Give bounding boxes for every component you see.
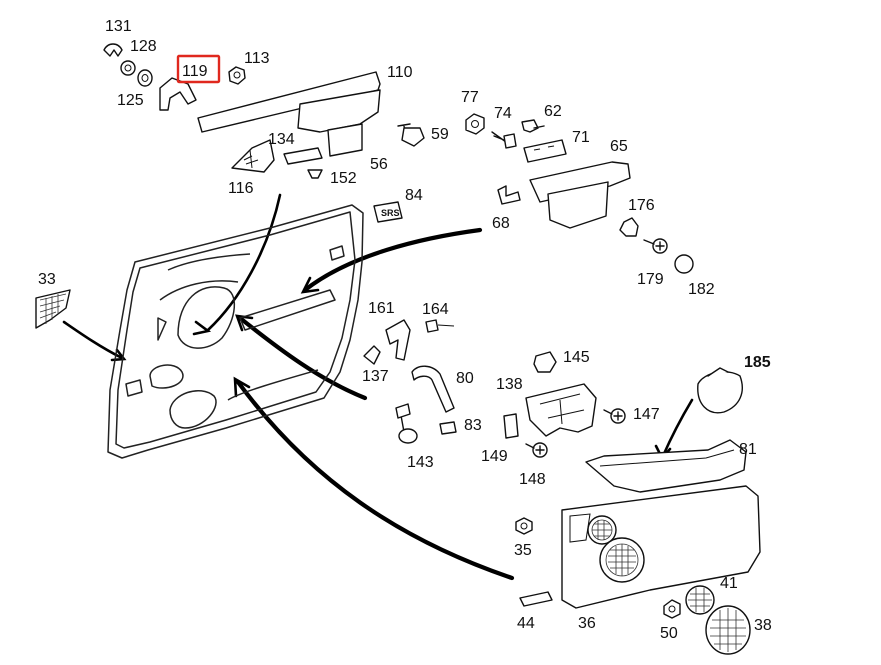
- label-59: 59: [431, 126, 449, 143]
- label-35: 35: [514, 542, 532, 559]
- label-143: 143: [407, 454, 434, 471]
- label-131: 131: [105, 18, 132, 35]
- label-147: 147: [633, 406, 660, 423]
- label-36: 36: [578, 615, 596, 632]
- label-68: 68: [492, 215, 510, 232]
- label-110: 110: [387, 64, 413, 81]
- label-134: 134: [268, 131, 295, 148]
- label-74: 74: [494, 105, 512, 122]
- part-125-washer: [137, 69, 153, 87]
- label-164: 164: [422, 301, 449, 318]
- label-65: 65: [610, 138, 628, 155]
- arrows: [62, 193, 694, 581]
- label-71: 71: [572, 129, 590, 146]
- part-116-switch-bezel: [231, 139, 275, 173]
- arrow-33-to-door: [62, 320, 124, 360]
- arrow-116-to-door: [206, 193, 282, 332]
- part-65-armrest: [529, 161, 631, 229]
- part-labels: 131 128 119 113 125 110 77 74 62 59 134 …: [38, 18, 772, 642]
- label-38: 38: [754, 617, 772, 634]
- part-137-clip: [363, 345, 381, 365]
- part-36-lower-door-panel: [561, 485, 761, 609]
- label-179: 179: [637, 271, 664, 288]
- label-56: 56: [370, 156, 388, 173]
- part-110-trim-strip: [197, 71, 381, 157]
- label-145: 145: [563, 349, 590, 366]
- label-125: 125: [117, 92, 144, 109]
- label-113: 113: [244, 50, 270, 67]
- label-119: 119: [182, 63, 208, 80]
- part-131-clip: [103, 43, 123, 57]
- arrow-68-head: [300, 276, 320, 294]
- arrow-33-head: [110, 348, 127, 362]
- part-80-pull-handle: [411, 365, 455, 413]
- label-149: 149: [481, 448, 508, 465]
- arrow-80-to-door: [237, 315, 368, 401]
- part-84-srs-badge: SRS: [373, 201, 403, 223]
- part-68-clip: [497, 185, 521, 205]
- part-33-speaker-grille: [35, 289, 71, 329]
- part-119-bracket: [159, 77, 197, 111]
- label-116: 116: [228, 180, 254, 197]
- part-134-bracket: [283, 147, 323, 165]
- label-185: 185: [744, 354, 771, 371]
- part-143-screw: [395, 403, 418, 444]
- arrow-116-head: [192, 320, 212, 336]
- part-77-nut: [465, 113, 485, 135]
- label-138: 138: [496, 376, 523, 393]
- label-84: 84: [405, 187, 423, 204]
- part-59-screw: [397, 123, 425, 147]
- label-81: 81: [739, 441, 757, 458]
- part-50-nut: [663, 599, 681, 619]
- part-35-nut: [515, 517, 533, 535]
- arrow-36-to-door: [235, 379, 515, 581]
- part-152-clip: [307, 169, 323, 179]
- part-148-screw: [525, 442, 548, 458]
- arrow-68-to-door: [302, 227, 483, 293]
- part-44-strip: [519, 591, 553, 607]
- label-50: 50: [660, 625, 678, 642]
- part-38-speaker-grille: [705, 605, 751, 655]
- label-152: 152: [330, 170, 357, 187]
- part-138-bracket: [525, 383, 597, 437]
- part-176-clip: [619, 217, 639, 237]
- part-179-screw: [643, 238, 668, 254]
- arrow-80-head: [235, 314, 254, 332]
- part-83-clip: [439, 421, 457, 435]
- part-74-screw: [491, 131, 517, 149]
- part-145-clip: [533, 351, 557, 373]
- part-164-clip: [425, 319, 455, 333]
- part-149-clip: [503, 413, 519, 439]
- arrow-185-to-81: [661, 398, 694, 458]
- label-33: 33: [38, 271, 56, 288]
- part-62-screw: [521, 119, 545, 133]
- label-137: 137: [362, 368, 389, 385]
- label-182: 182: [688, 281, 715, 298]
- part-185-cover: [697, 367, 743, 414]
- part-147-screw: [603, 408, 626, 424]
- part-161-bracket: [385, 319, 411, 361]
- label-128: 128: [130, 38, 157, 55]
- label-77: 77: [461, 89, 479, 106]
- part-71-bracket: [523, 139, 567, 163]
- door-inner-panel: [107, 204, 364, 459]
- part-81-armrest-trim: [585, 439, 747, 493]
- part-128-washer: [120, 60, 136, 76]
- part-113-nut: [228, 66, 246, 85]
- label-83: 83: [464, 417, 482, 434]
- label-148: 148: [519, 471, 546, 488]
- label-44: 44: [517, 615, 535, 632]
- label-80: 80: [456, 370, 474, 387]
- label-41: 41: [720, 575, 738, 592]
- part-182-cap: [674, 254, 694, 274]
- highlight-box-119: [176, 54, 221, 84]
- part-41-speaker-grille: [685, 585, 715, 615]
- label-161: 161: [368, 300, 395, 317]
- label-62: 62: [544, 103, 562, 120]
- srs-badge-text: SRS: [381, 208, 400, 218]
- label-176: 176: [628, 197, 655, 214]
- arrow-36-head: [233, 376, 251, 398]
